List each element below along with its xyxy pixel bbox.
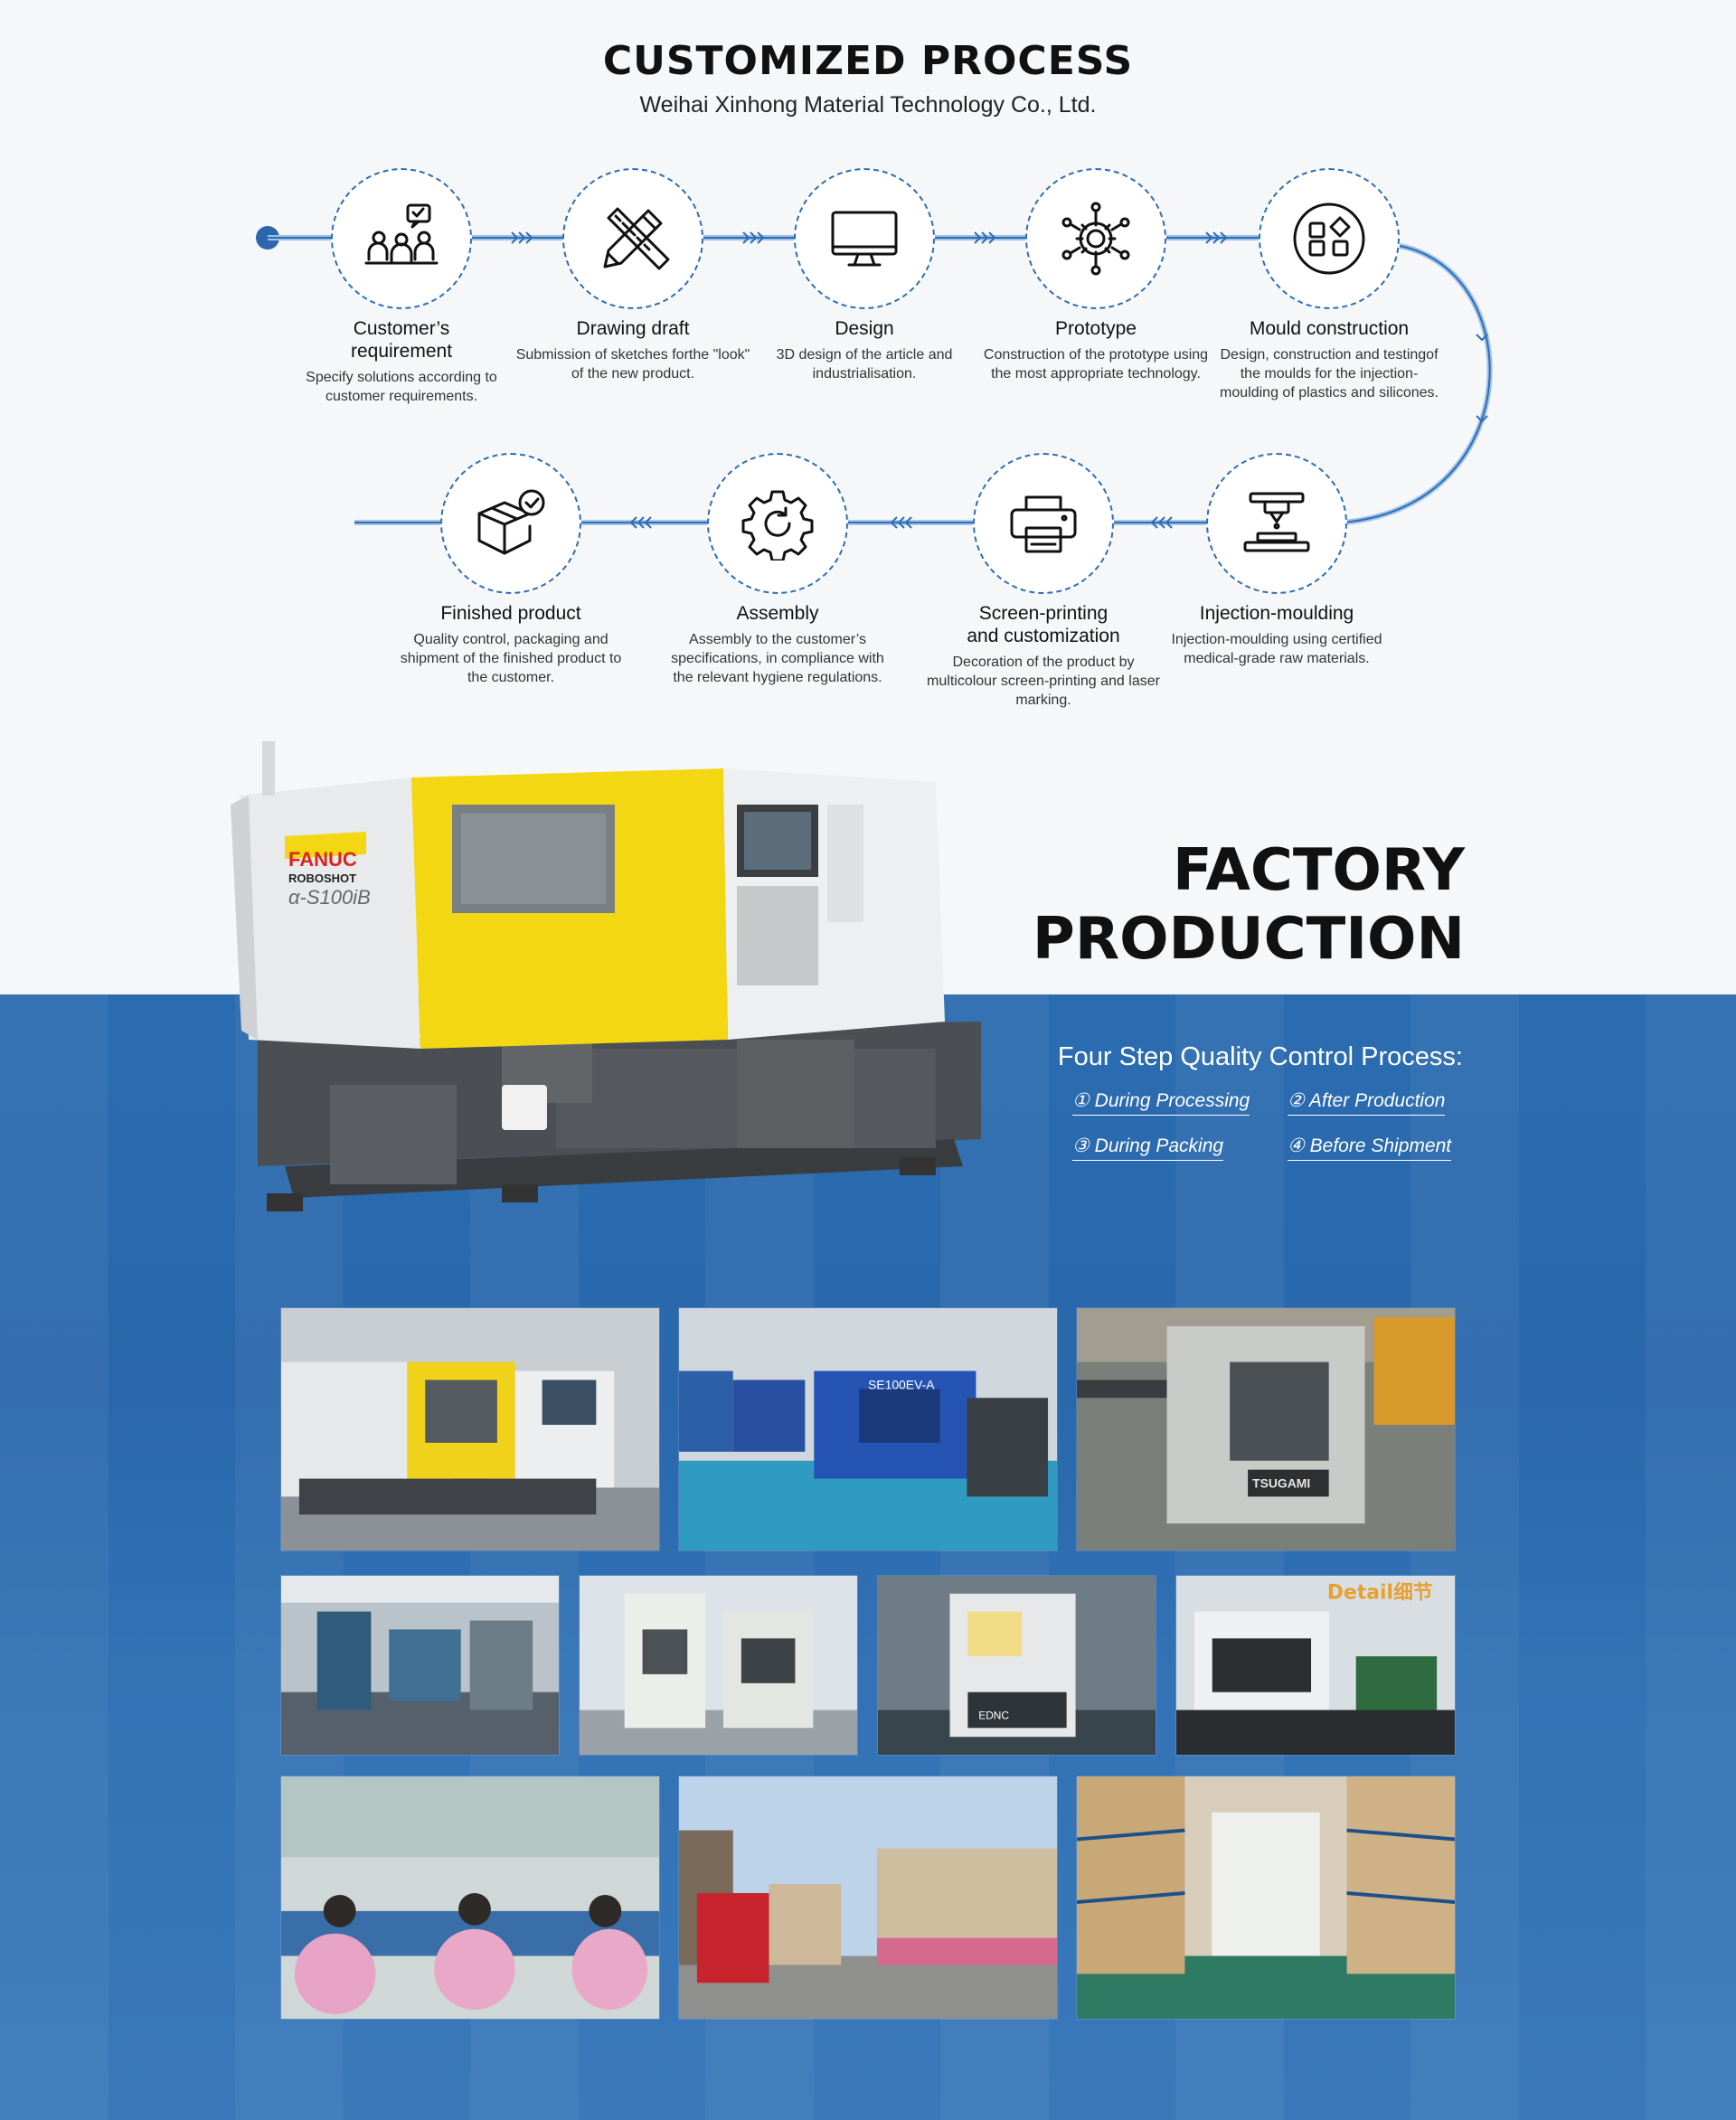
machine-model-line: ROBOSHOT xyxy=(288,872,356,885)
factory-photo-quality-inspection xyxy=(280,1776,660,2020)
step-circle xyxy=(562,168,703,309)
step-circle xyxy=(707,453,848,594)
factory-photo-milling-workshop xyxy=(280,1575,560,1756)
step-title: Injection-moulding xyxy=(1199,603,1354,624)
factory-photo-tsugami-lathe: TSUGAMI xyxy=(1076,1307,1456,1551)
step-title: Prototype xyxy=(1055,318,1137,339)
gear-network-icon xyxy=(1061,202,1130,276)
qc-step-during-packing: ③ During Packing xyxy=(1072,1135,1224,1161)
step-title: Assembly xyxy=(736,603,819,624)
step-description: 3D design of the article and industriali… xyxy=(776,347,953,382)
qc-step-after-production: ② After Production xyxy=(1288,1089,1446,1116)
factory-photo-forklift-shipment xyxy=(678,1776,1058,2020)
factory-production-title: FACTORY PRODUCTION xyxy=(1033,836,1465,974)
step-description: Quality control, packaging and shipment … xyxy=(400,632,622,685)
factory-photo-cmm-detail: Detail细节 xyxy=(1175,1575,1456,1756)
step-title: Customer’s requirement xyxy=(350,318,453,362)
factory-photo-punch-press xyxy=(579,1575,858,1756)
step-description: Specify solutions according to customer … xyxy=(306,370,497,404)
process-step-injection-moulding: Injection-moulding Injection-moulding us… xyxy=(1150,453,1403,697)
step-circle xyxy=(794,168,935,309)
process-step-design: Design 3D design of the article and indu… xyxy=(738,168,991,421)
factory-photo-warehouse xyxy=(1076,1776,1456,2020)
process-step-finished-product: Finished product Quality control, packag… xyxy=(384,453,637,697)
factory-title-line2: PRODUCTION xyxy=(1032,906,1465,973)
box-check-icon xyxy=(477,489,545,555)
quality-control-title: Four Step Quality Control Process: xyxy=(1057,1042,1463,1071)
step-description: Submission of sketches forthe "look" of … xyxy=(515,347,750,382)
injection-nozzle-icon xyxy=(1243,492,1310,552)
factory-photo-edm-machine: EDNC xyxy=(877,1575,1156,1756)
factory-photo-sumitomo-line: SE100EV-A xyxy=(678,1307,1058,1551)
step-circle xyxy=(331,168,472,309)
page-title: CUSTOMIZED PROCESS xyxy=(602,38,1134,84)
fanuc-injection-machine-image: FANUC ROBOSHOT α-S100iB xyxy=(231,741,981,1211)
step-description: Construction of the prototype using the … xyxy=(983,347,1209,382)
step-title: Drawing draft xyxy=(576,318,690,339)
gear-refresh-icon xyxy=(741,490,814,561)
step-circle xyxy=(440,453,581,594)
step-title: Design xyxy=(835,318,894,339)
printer-icon xyxy=(1010,495,1077,553)
company-subtitle: Weihai Xinhong Material Technology Co., … xyxy=(639,92,1097,118)
machine-model: α-S100iB xyxy=(288,886,371,909)
process-step-screen-printing: Screen-printing and customization Decora… xyxy=(917,453,1170,715)
meeting-people-icon xyxy=(364,203,439,265)
step-description: Decoration of the product by multicolour… xyxy=(927,655,1160,708)
step-description: Design, construction and testingof the m… xyxy=(1220,347,1439,400)
factory-photo-fanuc-machine xyxy=(280,1307,660,1551)
step-description: Assembly to the customer’s specification… xyxy=(671,632,884,685)
photo-label-edm: EDNC xyxy=(978,1709,1009,1721)
step-circle xyxy=(973,453,1114,594)
step-circle xyxy=(1259,168,1400,309)
step-title: Mould construction xyxy=(1249,318,1410,339)
step-description: Injection-moulding using certified medic… xyxy=(1171,632,1382,666)
process-step-assembly: Assembly Assembly to the customer’s spec… xyxy=(651,453,904,697)
process-step-prototype: Prototype Construction of the prototype … xyxy=(969,168,1222,421)
photo-label-tsugami: TSUGAMI xyxy=(1252,1476,1310,1491)
step-circle xyxy=(1206,453,1347,594)
pencil-ruler-icon xyxy=(603,207,670,270)
step-title: Finished product xyxy=(440,603,581,624)
step-circle xyxy=(1025,168,1166,309)
monitor-icon xyxy=(831,211,898,267)
process-step-drawing-draft: Drawing draft Submission of sketches for… xyxy=(506,168,760,421)
qc-step-during-processing: ① During Processing xyxy=(1072,1089,1250,1116)
factory-title-line1: FACTORY xyxy=(1172,837,1465,904)
step-title: Screen-printing and customization xyxy=(967,603,1120,646)
photo-label-sumitomo: SE100EV-A xyxy=(868,1377,935,1391)
process-step-mould-construction: Mould construction Design, construction … xyxy=(1203,168,1456,430)
process-step-customer-requirement: Customer’s requirement Specify solutions… xyxy=(275,168,528,421)
photo-label-detail: Detail细节 xyxy=(1327,1581,1433,1605)
machine-brand: FANUC xyxy=(288,848,357,871)
apps-icon xyxy=(1293,203,1365,275)
qc-step-before-shipment: ④ Before Shipment xyxy=(1288,1135,1452,1161)
